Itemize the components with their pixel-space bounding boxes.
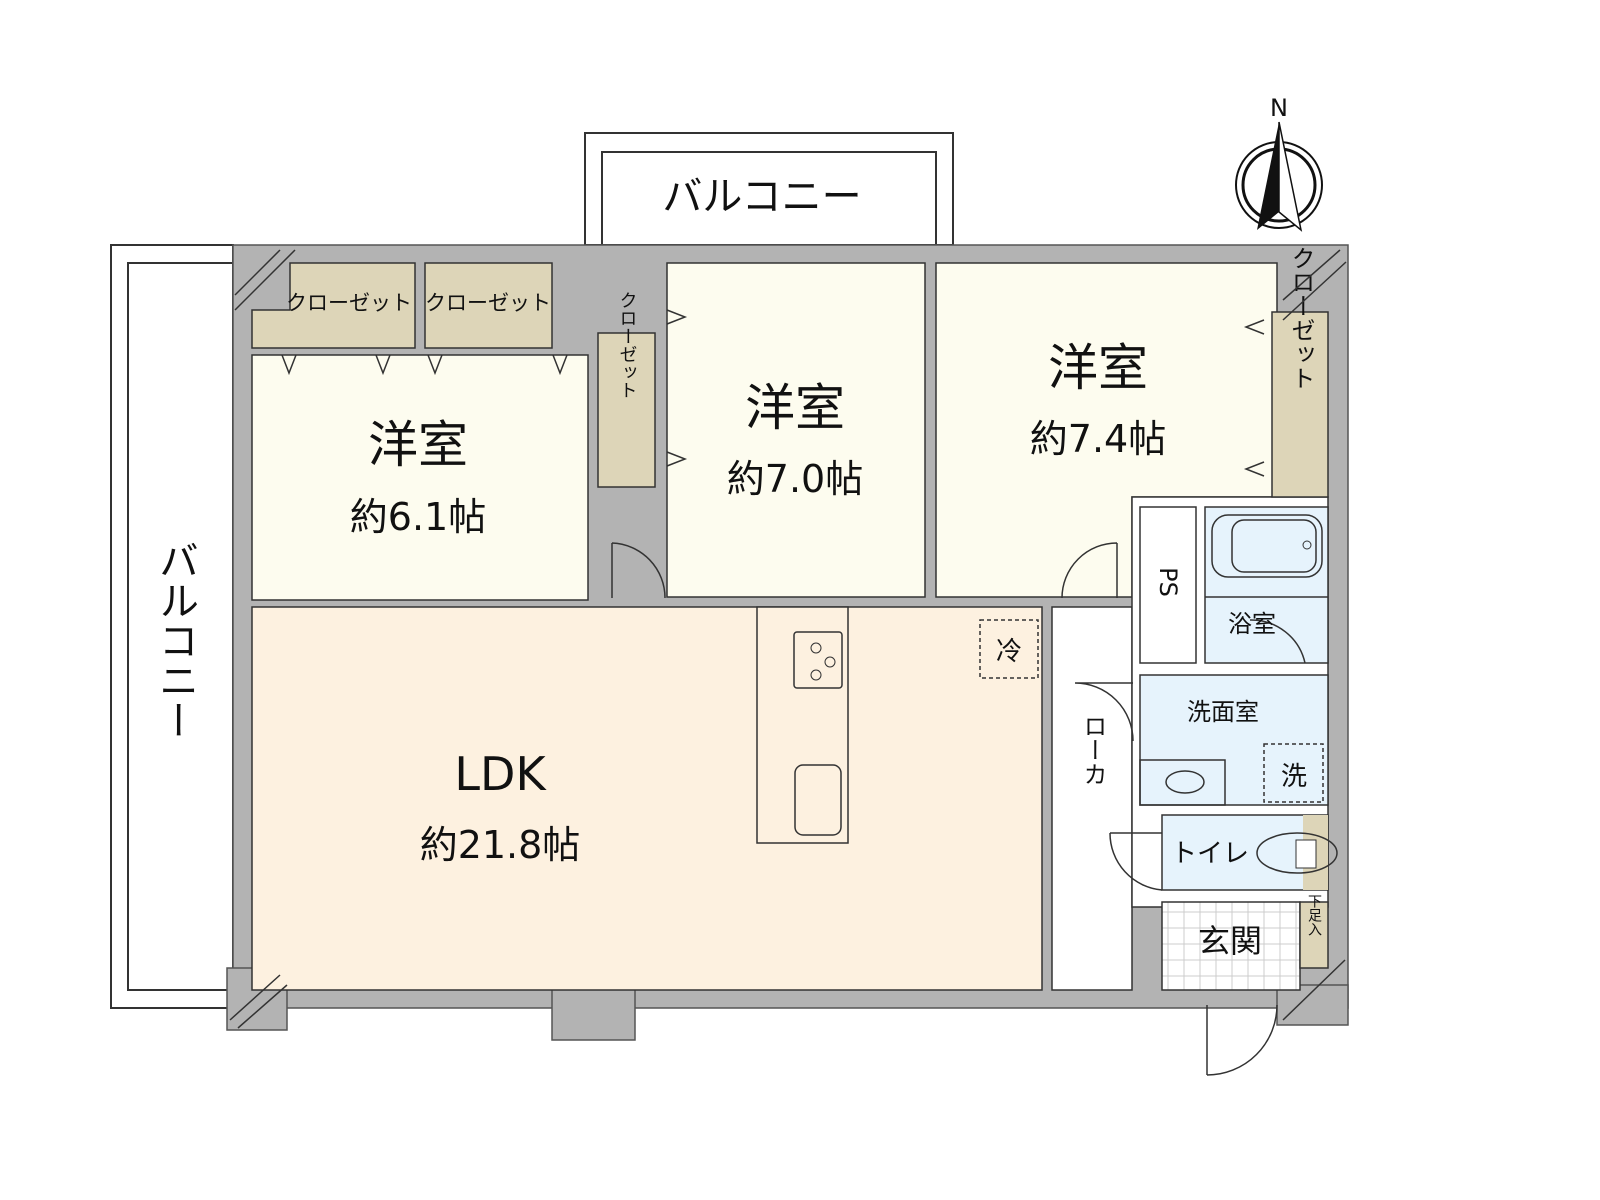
bath-label: 浴室 xyxy=(1228,610,1276,638)
fridge-space xyxy=(979,619,1039,679)
room-west1-area: 約6.1帖 xyxy=(350,495,486,539)
shoebox-label: 下足入 xyxy=(1306,894,1322,936)
kitchen-island xyxy=(756,606,849,844)
closet-label: クローゼット xyxy=(425,291,551,315)
stove-icon xyxy=(793,631,843,689)
closet-1[interactable]: クローゼット xyxy=(251,262,416,349)
room-western-2 xyxy=(666,262,926,598)
room-west2-area: 約7.0帖 xyxy=(727,457,863,501)
closet-label: クローゼット xyxy=(617,291,638,399)
closet-3[interactable]: クローゼット xyxy=(597,291,656,488)
balcony-top: バルコニー xyxy=(584,132,954,246)
toilet-label: トイレ xyxy=(1171,839,1249,869)
room-west1-name: 洋室 xyxy=(368,416,468,474)
room-ldk-area: 約21.8帖 xyxy=(420,823,581,867)
balcony-top-label: バルコニー xyxy=(662,174,861,220)
washer-label: 洗 xyxy=(1281,762,1307,792)
washroom-label: 洗面室 xyxy=(1187,698,1259,726)
balcony-left: バルコニー xyxy=(110,244,234,1009)
room-ldk-name: LDK xyxy=(454,747,547,801)
doors[interactable] xyxy=(611,542,1278,1076)
closet-label: クローゼット xyxy=(1287,246,1315,390)
closet-doors xyxy=(281,309,1265,477)
closet-label: クローゼット xyxy=(286,291,412,315)
wall-hatches xyxy=(229,249,1347,1029)
washroom: 洗面室 洗 xyxy=(1139,674,1329,806)
kitchen-sink-icon xyxy=(794,764,842,836)
compass-label: N xyxy=(1270,94,1288,122)
corridor xyxy=(1051,606,1133,991)
washer-space xyxy=(1263,743,1324,803)
room-west3-name: 洋室 xyxy=(1048,339,1148,397)
balcony-left-label: バルコニー xyxy=(152,540,198,740)
bathtub-icon xyxy=(1211,514,1323,578)
room-west2-name: 洋室 xyxy=(745,379,845,437)
closet-4[interactable]: クローゼット xyxy=(1271,246,1329,498)
bathroom: 浴室 xyxy=(1204,506,1329,664)
ps-label: PS xyxy=(1154,567,1182,597)
fridge-label: 冷 xyxy=(996,637,1022,667)
toilet: トイレ xyxy=(1161,814,1338,891)
ps-shaft xyxy=(1139,506,1197,664)
entrance-label: 玄関 xyxy=(1198,922,1262,960)
compass-north-icon: N xyxy=(1235,94,1323,232)
room-west3-area: 約7.4帖 xyxy=(1030,417,1166,461)
room-western-1 xyxy=(251,354,589,601)
corridor-label: ローカ xyxy=(1079,714,1107,786)
closet-2[interactable]: クローゼット xyxy=(424,262,553,349)
shoe-cabinet xyxy=(1299,901,1329,969)
entrance: 下足入 玄関 xyxy=(1161,894,1329,991)
room-ldk xyxy=(251,606,1043,991)
sink-icon xyxy=(1165,770,1205,794)
toilet-icon xyxy=(1256,832,1338,874)
